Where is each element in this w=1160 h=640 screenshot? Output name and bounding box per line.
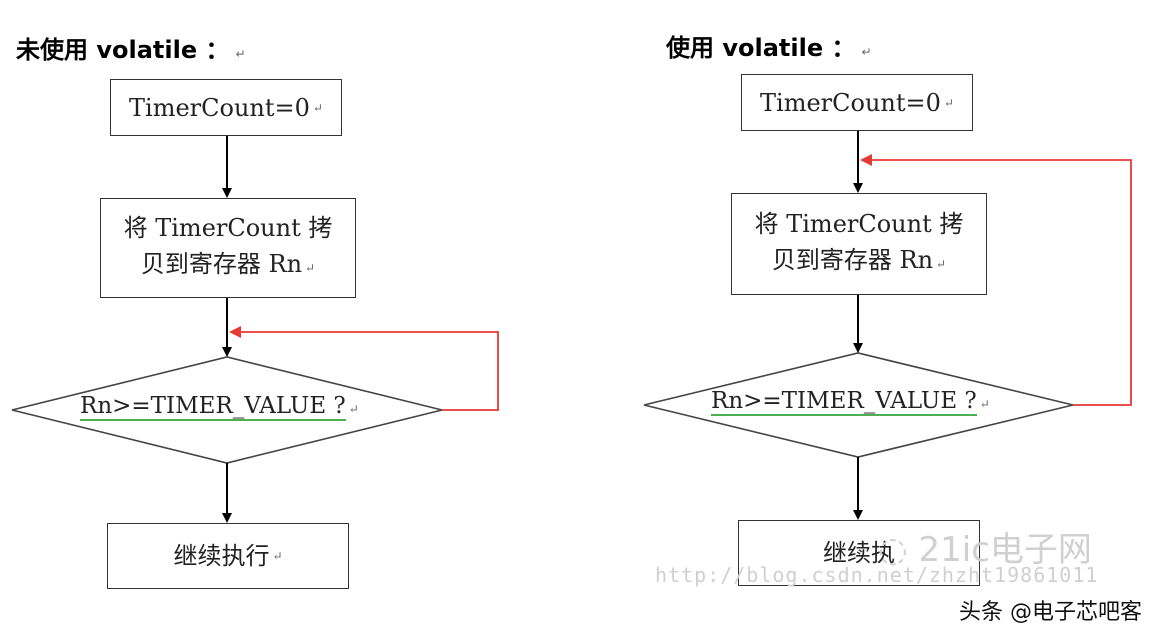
- paragraph-mark-icon: ↵: [348, 402, 359, 416]
- right-copy-text-line1: 将 TimerCount 拷: [754, 210, 964, 238]
- paragraph-mark-icon: ↵: [936, 257, 947, 271]
- left-continue-text: 继续执行: [173, 542, 270, 570]
- paragraph-mark-icon: ↵: [305, 261, 316, 275]
- left-loop-arrow: [229, 326, 499, 411]
- right-init-box: TimerCount=0↵: [741, 74, 973, 131]
- right-decision-label: Rn>=TIMER_VALUE ?↵: [711, 388, 990, 416]
- right-init-text: TimerCount=0: [760, 88, 941, 117]
- paragraph-mark-icon: ↵: [235, 47, 246, 61]
- watermark-logo: ◌ 21ic电子网: [878, 522, 1092, 571]
- paragraph-mark-icon: ↵: [312, 100, 323, 115]
- paragraph-mark-icon: ↵: [272, 549, 283, 563]
- right-loop-arrow: [860, 154, 1132, 406]
- right-copy-text-line2: 贝到寄存器 Rn: [771, 246, 934, 274]
- watermark-logo-icon: ◌: [878, 530, 908, 570]
- right-title-text: 使用 volatile ：: [666, 34, 856, 62]
- paragraph-mark-icon: ↵: [861, 45, 872, 59]
- right-continue-box: 继续执: [738, 520, 980, 586]
- right-decision-text: Rn>=TIMER_VALUE ?: [711, 388, 977, 416]
- watermark-logo-text: 21ic电子网: [918, 530, 1092, 570]
- paragraph-mark-icon: ↵: [979, 397, 990, 411]
- left-init-text: TimerCount=0: [129, 93, 310, 122]
- left-copy-text-line1: 将 TimerCount 拷: [123, 214, 333, 242]
- brand-label: 头条 @电子芯吧客: [959, 600, 1142, 625]
- left-continue-box: 继续执行↵: [107, 523, 349, 589]
- left-copy-text-line2: 贝到寄存器 Rn: [140, 250, 303, 278]
- left-copy-box: 将 TimerCount 拷 贝到寄存器 Rn↵: [100, 198, 356, 298]
- paragraph-mark-icon: ↵: [943, 95, 954, 110]
- left-title: 未使用 volatile ： ↵: [16, 30, 246, 65]
- left-title-text: 未使用 volatile ：: [16, 36, 230, 64]
- watermark-url: http://blog.csdn.net/zhzht19861011: [655, 563, 1099, 587]
- right-title: 使用 volatile ： ↵: [666, 28, 872, 63]
- left-decision-text: Rn>=TIMER_VALUE ?: [80, 393, 346, 421]
- right-continue-text: 继续执: [823, 539, 895, 567]
- right-copy-box: 将 TimerCount 拷 贝到寄存器 Rn↵: [731, 193, 987, 295]
- left-decision-label: Rn>=TIMER_VALUE ?↵: [80, 393, 359, 421]
- left-init-box: TimerCount=0↵: [110, 79, 342, 136]
